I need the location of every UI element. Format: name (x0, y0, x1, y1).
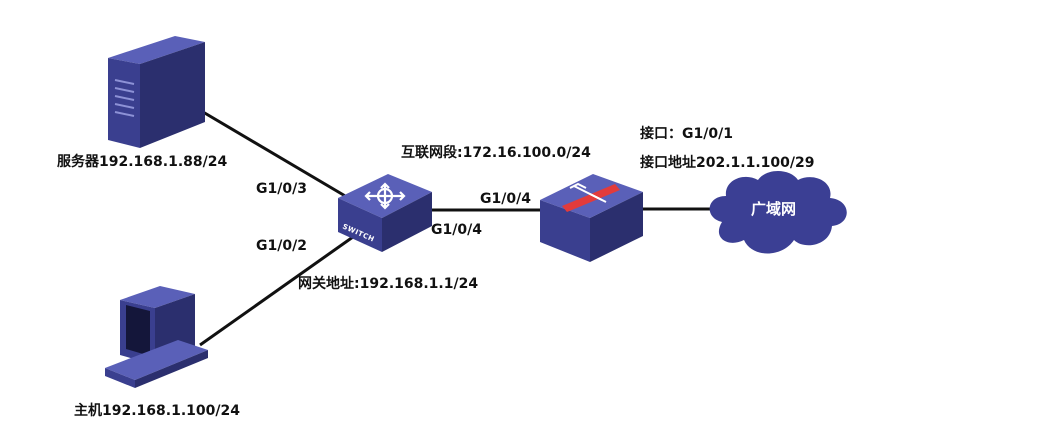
interconnect-segment-label: 互联网段:172.16.100.0/24 (401, 144, 591, 161)
firewall-interface-address-label: 接口地址202.1.1.100/29 (640, 154, 814, 171)
server-icon (108, 36, 205, 148)
port-label-g1-0-3: G1/0/3 (256, 181, 307, 197)
link-host-switch (199, 230, 361, 347)
port-label-g1-0-2: G1/0/2 (256, 238, 307, 254)
wan-label: 广域网 (751, 200, 796, 218)
port-label-switch-g1-0-4: G1/0/4 (431, 222, 482, 238)
server-label: 服务器192.168.1.88/24 (57, 153, 227, 170)
desktop-computer-icon (105, 286, 208, 388)
firewall-icon (540, 174, 643, 262)
cloud-icon (709, 171, 847, 254)
gateway-address-label: 网关地址:192.168.1.1/24 (298, 275, 478, 292)
switch-icon: SWITCH (338, 174, 432, 252)
port-label-firewall-g1-0-4: G1/0/4 (480, 191, 531, 207)
firewall-interface-label: 接口：G1/0/1 (640, 125, 733, 142)
host-label: 主机192.168.1.100/24 (74, 402, 240, 419)
link-server-switch (202, 110, 353, 202)
